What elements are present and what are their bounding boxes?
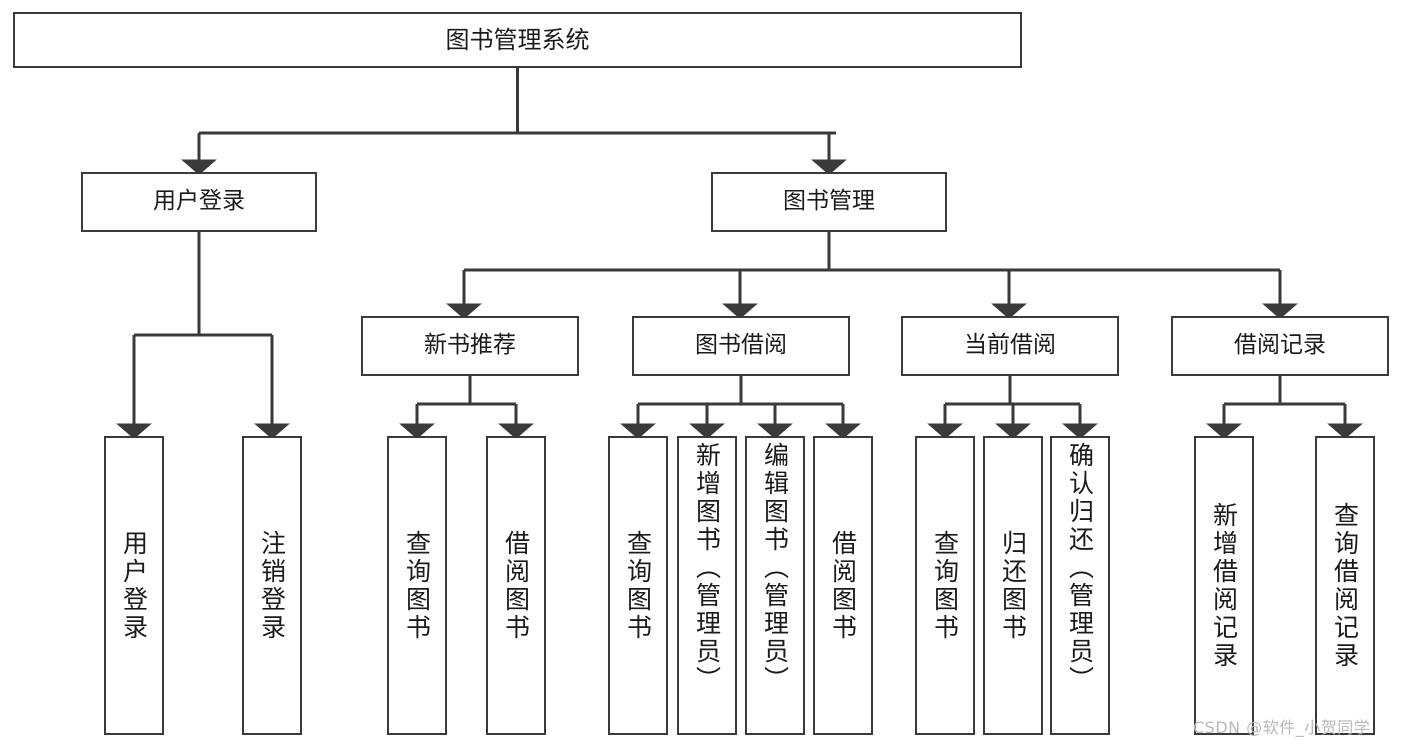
node-leaf-borrow-book-bb[interactable]: 借阅图书	[813, 436, 873, 735]
node-leaf-borrow-book-rec[interactable]: 借阅图书	[486, 436, 546, 735]
node-leaf-return-book-label: 归还图书	[998, 529, 1028, 642]
node-leaf-user-logout-label: 注销登录	[257, 529, 287, 642]
node-leaf-return-book[interactable]: 归还图书	[983, 436, 1043, 735]
node-new-book-rec[interactable]: 新书推荐	[361, 316, 579, 376]
node-leaf-query-book-bb-label: 查询图书	[623, 529, 653, 642]
node-leaf-confirm-return-label: 确认归还（管理员）	[1065, 442, 1095, 694]
node-book-borrow[interactable]: 图书借阅	[632, 316, 850, 376]
node-leaf-add-book[interactable]: 新增图书（管理员）	[677, 436, 737, 735]
node-current-borrow-label: 当前借阅	[964, 332, 1056, 359]
node-borrow-record-label: 借阅记录	[1234, 332, 1326, 359]
node-leaf-query-book-bb[interactable]: 查询图书	[608, 436, 668, 735]
node-user-login-label: 用户登录	[153, 188, 245, 215]
node-book-manage-label: 图书管理	[783, 188, 875, 215]
node-current-borrow[interactable]: 当前借阅	[901, 316, 1119, 376]
node-new-book-rec-label: 新书推荐	[424, 332, 516, 359]
node-leaf-user-login-label: 用户登录	[119, 529, 149, 642]
node-book-borrow-label: 图书借阅	[695, 332, 787, 359]
node-leaf-confirm-return[interactable]: 确认归还（管理员）	[1050, 436, 1110, 735]
node-leaf-borrow-book-bb-label: 借阅图书	[828, 529, 858, 642]
node-root-label: 图书管理系统	[445, 25, 590, 54]
node-user-login[interactable]: 用户登录	[81, 172, 317, 232]
node-leaf-query-book-rec[interactable]: 查询图书	[387, 436, 447, 735]
node-leaf-user-login[interactable]: 用户登录	[104, 436, 164, 735]
node-leaf-add-record-label: 新增借阅记录	[1209, 501, 1239, 670]
node-leaf-add-record[interactable]: 新增借阅记录	[1194, 436, 1254, 735]
node-leaf-query-record[interactable]: 查询借阅记录	[1315, 436, 1375, 735]
node-root[interactable]: 图书管理系统	[13, 12, 1022, 68]
csdn-watermark: CSDN @软件_小贺同学	[1193, 718, 1371, 737]
node-book-manage[interactable]: 图书管理	[711, 172, 947, 232]
node-leaf-query-book-rec-label: 查询图书	[402, 529, 432, 642]
node-leaf-edit-book[interactable]: 编辑图书（管理员）	[745, 436, 805, 735]
node-borrow-record[interactable]: 借阅记录	[1171, 316, 1389, 376]
node-leaf-query-book-cb[interactable]: 查询图书	[915, 436, 975, 735]
node-leaf-add-book-label: 新增图书（管理员）	[692, 442, 722, 694]
node-leaf-query-book-cb-label: 查询图书	[930, 529, 960, 642]
node-leaf-edit-book-label: 编辑图书（管理员）	[760, 442, 790, 694]
node-leaf-user-logout[interactable]: 注销登录	[242, 436, 302, 735]
node-leaf-borrow-book-rec-label: 借阅图书	[501, 529, 531, 642]
node-leaf-query-record-label: 查询借阅记录	[1330, 501, 1360, 670]
